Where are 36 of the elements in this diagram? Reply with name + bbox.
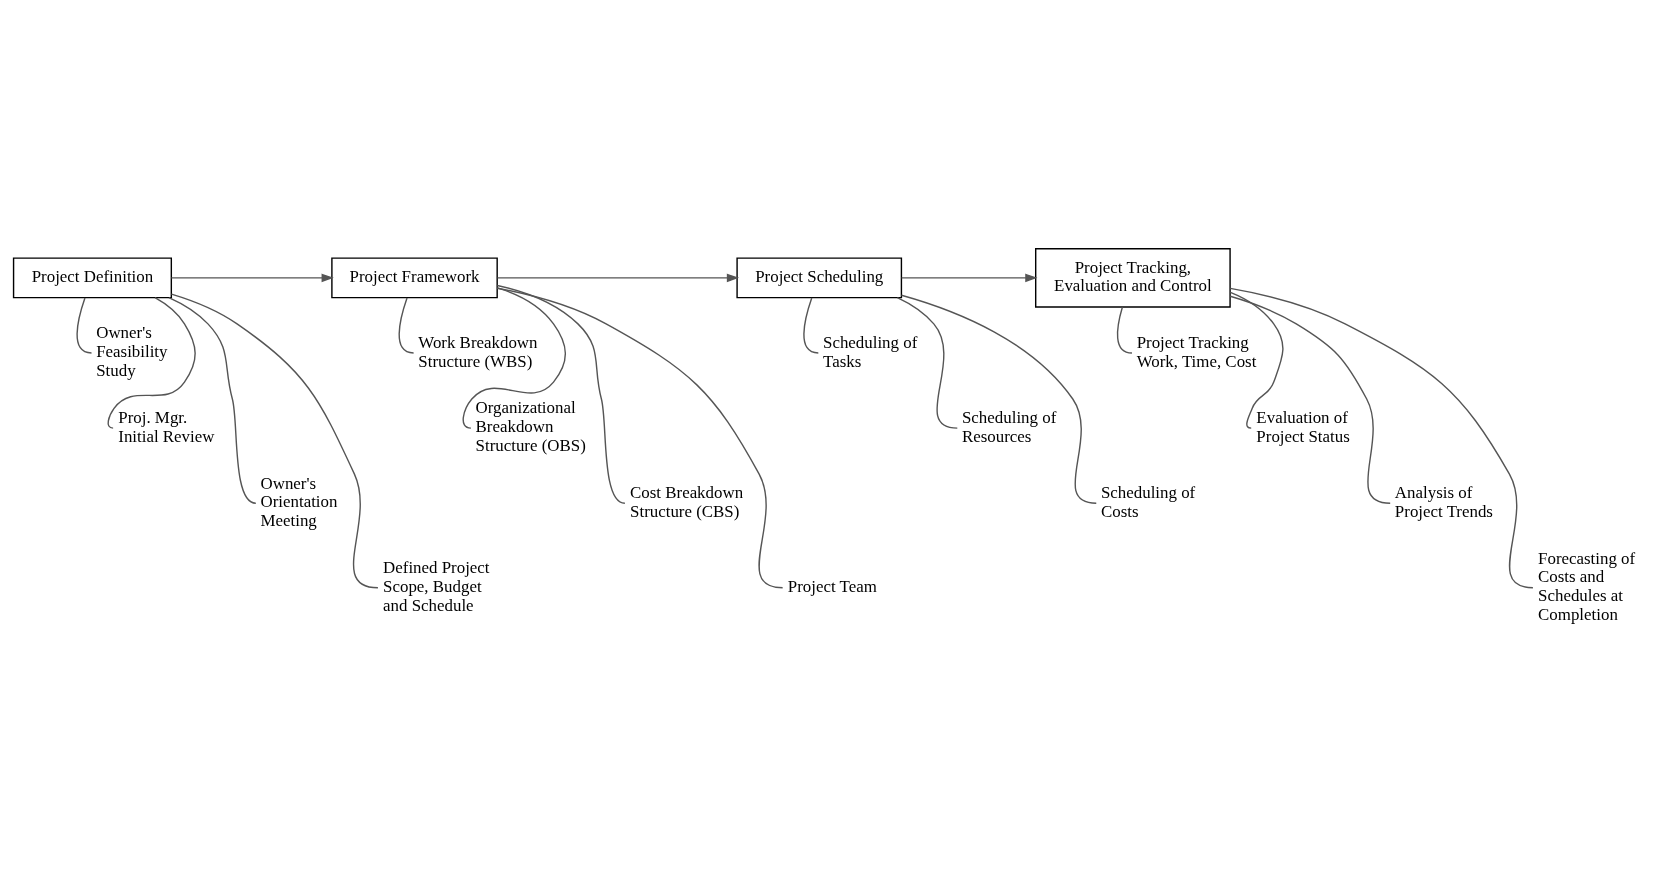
connector	[496, 287, 784, 588]
node-text: Defined Project Scope, Budget and Schedule	[383, 557, 490, 615]
node-box: Project Scheduling	[736, 256, 903, 298]
arrow	[170, 273, 334, 282]
connector	[107, 296, 196, 429]
node-text: Project Team	[787, 576, 877, 596]
connector	[76, 296, 93, 354]
node-text: Cost Breakdown Structure (CBS)	[630, 482, 744, 521]
node-text: Organizational Breakdown Structure (OBS)	[475, 397, 586, 455]
connector	[170, 292, 379, 588]
connector	[1229, 287, 1534, 588]
connector	[496, 284, 626, 504]
node-box: Project Framework	[331, 256, 498, 298]
node-text: Owner's Orientation Meeting	[260, 473, 338, 530]
connector	[398, 296, 415, 354]
node-text: Forecasting of Costs and Schedules at Completion	[1538, 548, 1636, 624]
connector	[1116, 306, 1133, 354]
node-text: Project Tracking Work, Time, Cost	[1136, 332, 1257, 371]
node-text: Analysis of Project Trends	[1394, 482, 1493, 521]
node-text: Scheduling of Tasks	[823, 332, 918, 371]
node-text: Owner's Feasibility Study	[96, 322, 168, 380]
connector	[168, 296, 257, 504]
node-box: Project Tracking, Evaluation and Control	[1035, 247, 1231, 308]
node-text: Work Breakdown Structure (WBS)	[418, 332, 538, 371]
node-text: Scheduling of Resources	[961, 407, 1057, 446]
connector	[896, 296, 958, 429]
connector	[1229, 291, 1284, 429]
node-text: Proj. Mgr. Initial Review	[118, 407, 215, 446]
node-text: Scheduling of Costs	[1100, 482, 1196, 521]
arrow	[496, 273, 740, 282]
node-text: Evaluation of Project Status	[1256, 407, 1350, 446]
connector	[462, 286, 567, 429]
arrow	[900, 273, 1038, 282]
connector	[900, 294, 1097, 504]
node-box: Project Definition	[12, 256, 173, 298]
connector	[1229, 295, 1391, 504]
